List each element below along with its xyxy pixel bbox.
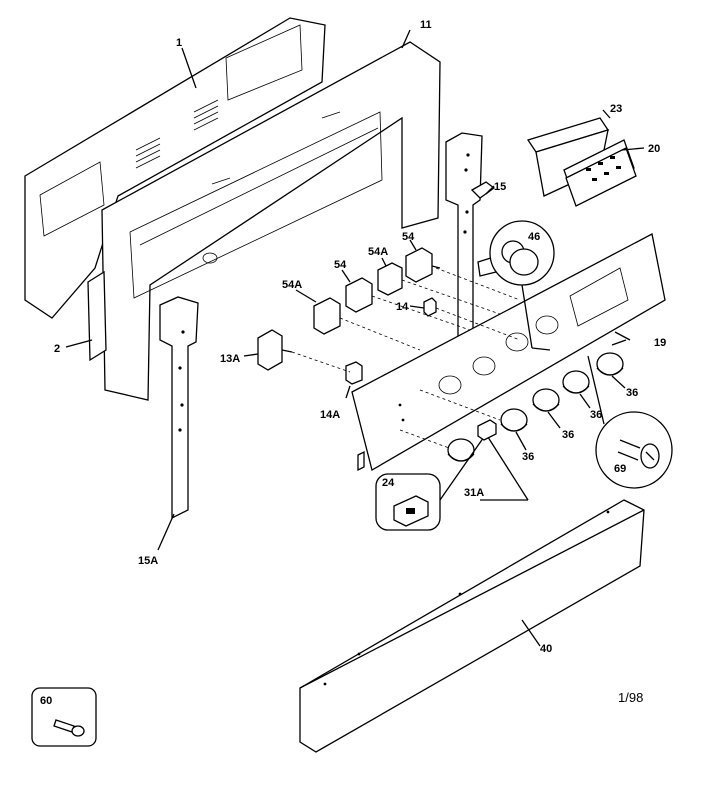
label-part-20: 20 xyxy=(648,143,660,155)
revision-date: 1/98 xyxy=(618,690,643,705)
control-knobs-part xyxy=(447,352,626,462)
label-part-69: 69 xyxy=(614,463,626,475)
label-part-36-a: 36 xyxy=(626,387,638,399)
switch-part-14a xyxy=(345,361,363,399)
leader-lines xyxy=(181,29,627,346)
left-end-bracket-part xyxy=(157,296,199,551)
infinite-switch-54a-left xyxy=(295,289,341,335)
control-panel-part xyxy=(351,233,666,472)
label-part-2: 2 xyxy=(54,343,60,355)
label-part-54a-top: 54A xyxy=(368,246,388,258)
rocker-switch-callout xyxy=(375,419,529,531)
label-part-36-c: 36 xyxy=(562,429,574,441)
infinite-switch-54 xyxy=(341,269,373,313)
label-part-15a: 15A xyxy=(138,555,158,567)
label-part-24: 24 xyxy=(382,477,395,489)
label-part-19: 19 xyxy=(654,337,666,349)
label-part-54: 54 xyxy=(334,259,347,271)
label-part-36-b: 36 xyxy=(590,409,602,421)
infinite-switch-54-top xyxy=(405,239,441,283)
label-part-46: 46 xyxy=(528,231,540,243)
label-part-1: 1 xyxy=(176,37,182,49)
backguard-frame-part xyxy=(101,41,441,401)
label-part-54-top: 54 xyxy=(402,231,415,243)
label-part-54a-left: 54A xyxy=(282,279,302,291)
switch-part-13a xyxy=(243,329,293,371)
label-part-31a: 31A xyxy=(464,487,484,499)
label-part-11: 11 xyxy=(420,19,432,31)
switch-part-14 xyxy=(409,297,437,317)
screw-callout-box xyxy=(31,687,97,747)
label-part-15: 15 xyxy=(494,181,506,193)
label-part-60: 60 xyxy=(40,695,52,707)
lower-trim-part xyxy=(299,499,645,753)
label-part-23: 23 xyxy=(610,103,622,115)
screw-detail-callout xyxy=(587,355,673,489)
back-panel-part xyxy=(24,17,326,319)
infinite-switch-54a-top xyxy=(377,257,403,296)
label-part-40: 40 xyxy=(540,643,552,655)
knob-detail-callout xyxy=(489,220,555,351)
assembly-lines xyxy=(291,267,521,373)
label-part-13a: 13A xyxy=(220,353,240,365)
left-bracket-part xyxy=(65,270,107,362)
label-part-14a: 14A xyxy=(320,409,340,421)
label-part-36-d: 36 xyxy=(522,451,534,463)
label-part-14: 14 xyxy=(396,301,409,313)
clock-module-part xyxy=(563,139,645,207)
